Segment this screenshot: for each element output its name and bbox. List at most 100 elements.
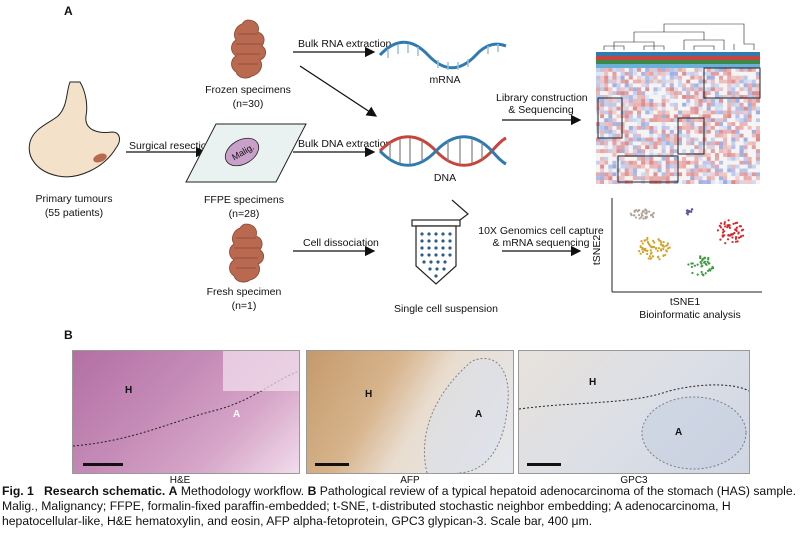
- heatmap-cell: [751, 122, 756, 126]
- heatmap-cell: [698, 156, 703, 161]
- heatmap-cell: [600, 149, 605, 154]
- heatmap-cell: [706, 110, 711, 115]
- heatmap-cell: [747, 79, 752, 84]
- heatmap-cell: [698, 145, 703, 150]
- heatmap-cell: [727, 95, 732, 99]
- heatmap-cell: [735, 87, 740, 92]
- heatmap-cell: [649, 95, 654, 99]
- heatmap-cell: [657, 122, 662, 126]
- heatmap-cell: [624, 118, 629, 123]
- heatmap-cell: [649, 68, 654, 72]
- heatmap-cell: [723, 91, 728, 96]
- heatmap-cell: [682, 114, 687, 119]
- heatmap-cell: [735, 180, 740, 184]
- heatmap-cell: [657, 114, 662, 119]
- heatmap-cell: [637, 83, 642, 88]
- heatmap-cell: [616, 110, 621, 115]
- heatmap-cell: [641, 83, 646, 88]
- heatmap-cell: [682, 141, 687, 146]
- tsne-point: [728, 226, 732, 229]
- he-label-h: H: [125, 385, 133, 396]
- heatmap-cell: [608, 106, 613, 111]
- heatmap-cell: [616, 129, 621, 134]
- heatmap-cell: [698, 153, 703, 157]
- heatmap-cell: [600, 164, 605, 169]
- heatmap-cell: [714, 91, 719, 96]
- heatmap-cell: [657, 153, 662, 157]
- heatmap-cell: [608, 176, 613, 181]
- heatmap-cell: [735, 129, 740, 134]
- heatmap-cell: [616, 153, 621, 157]
- heatmap-cell: [751, 156, 756, 161]
- heatmap-cell: [653, 129, 658, 134]
- tsne-point: [652, 255, 655, 258]
- heatmap-cell: [596, 79, 601, 84]
- heatmap-cell: [755, 145, 760, 150]
- heatmap-cell: [641, 126, 646, 130]
- heatmap-cell: [678, 122, 683, 126]
- tsne2-axis-label: tSNE2: [591, 234, 604, 266]
- heatmap-cell: [731, 133, 736, 138]
- tsne-point: [646, 238, 649, 241]
- heatmap-cell: [702, 98, 707, 103]
- heatmap-cell: [624, 110, 629, 115]
- heatmap-cell: [710, 87, 715, 92]
- heatmap-cell: [690, 164, 695, 169]
- heatmap-cell: [735, 68, 740, 72]
- heatmap-cell: [686, 164, 691, 169]
- heatmap-cell: [653, 75, 658, 80]
- heatmap-cell: [632, 145, 637, 150]
- heatmap-cell: [743, 83, 748, 88]
- heatmap-cell: [698, 106, 703, 111]
- heatmap-cell: [616, 87, 621, 92]
- heatmap-cell: [628, 110, 633, 115]
- heatmap-cell: [694, 172, 699, 177]
- heatmap-cell: [686, 122, 691, 126]
- heatmap-cell: [694, 160, 699, 165]
- heatmap-cell: [698, 87, 703, 92]
- heatmap-cell: [702, 156, 707, 161]
- heatmap-cell: [637, 160, 642, 165]
- heatmap-cell: [657, 71, 662, 76]
- heatmap-cell: [702, 118, 707, 123]
- frozen-tissue-icon: [231, 19, 266, 79]
- heatmap-cell: [632, 110, 637, 115]
- heatmap-cell: [698, 95, 703, 99]
- heatmap-cell: [743, 141, 748, 146]
- heatmap-cell: [616, 141, 621, 146]
- tsne-point: [701, 273, 704, 276]
- tsne-point: [647, 257, 650, 260]
- heatmap-cell: [690, 87, 695, 92]
- heatmap-cell: [612, 71, 617, 76]
- heatmap-cell: [731, 95, 736, 99]
- heatmap-cell: [632, 160, 637, 165]
- heatmap-cell: [604, 145, 609, 150]
- heatmap-cell: [731, 176, 736, 181]
- heatmap-cell: [743, 160, 748, 165]
- heatmap-cell: [669, 149, 674, 154]
- heatmap-cell: [706, 176, 711, 181]
- heatmap-cell: [620, 168, 625, 173]
- tsne-point: [661, 245, 665, 248]
- heatmap-cell: [719, 98, 724, 103]
- heatmap-cell: [600, 129, 605, 134]
- heatmap-cell: [612, 172, 617, 177]
- heatmap-cell: [682, 106, 687, 111]
- tsne-point: [634, 216, 638, 219]
- heatmap-cell: [600, 137, 605, 142]
- heatmap-cell: [669, 91, 674, 96]
- heatmap-cell: [714, 71, 719, 76]
- heatmap-cell: [751, 110, 756, 115]
- heatmap-cell: [641, 106, 646, 111]
- heatmap-cell: [719, 129, 724, 134]
- heatmap-cell: [690, 118, 695, 123]
- tsne-point: [652, 212, 655, 215]
- heatmap-cell: [690, 114, 695, 119]
- tsne-point: [719, 222, 723, 225]
- heatmap-cell: [608, 133, 613, 138]
- heatmap-cell: [719, 71, 724, 76]
- heatmap-cell: [624, 149, 629, 154]
- heatmap-cell: [698, 149, 703, 154]
- heatmap-cell: [723, 164, 728, 169]
- heatmap-cell: [686, 68, 691, 72]
